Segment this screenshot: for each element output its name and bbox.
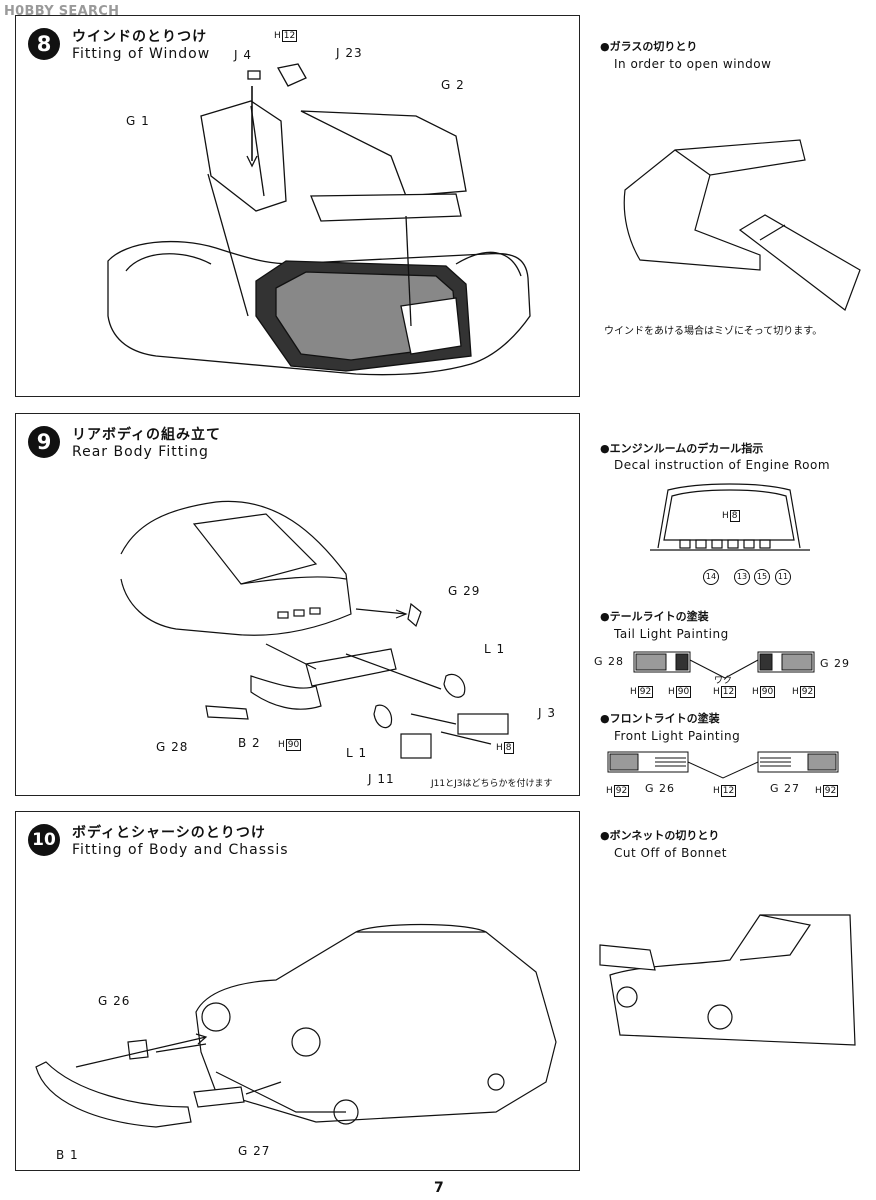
tail-right-label: G 29 <box>820 657 851 670</box>
tail-light-swatches <box>633 651 815 679</box>
decal-number: 14 <box>703 569 719 585</box>
tail-left-label: G 28 <box>594 655 625 668</box>
note: J11とJ3はどちらかを付けます <box>431 779 553 789</box>
front-left-label: G 26 <box>645 782 676 795</box>
front-light-swatches <box>607 751 839 779</box>
step-number: 9 <box>28 426 60 458</box>
label-j4: J 4 <box>234 48 252 62</box>
step-title-ja: ウインドのとりつけ <box>72 29 208 45</box>
engine-room-illustration <box>650 483 810 551</box>
body-chassis-illustration <box>35 923 557 1128</box>
label-g29: G 29 <box>448 584 481 598</box>
label-g27: G 27 <box>238 1144 271 1158</box>
glass-cut-title-ja: ●ガラスの切りとり <box>600 40 698 53</box>
front-light-title-ja: ●フロントライトの塗装 <box>600 712 720 725</box>
glass-cut-title-en: In order to open window <box>614 57 772 71</box>
bonnet-title-ja: ●ボンネットの切りとり <box>600 829 720 842</box>
tail-light-title-ja: ●テールライトの塗装 <box>600 610 709 623</box>
label-b1: B 1 <box>56 1148 79 1162</box>
glass-cut-illustration <box>623 139 861 311</box>
step-title-ja: リアボディの組み立て <box>72 427 222 443</box>
step-number: 10 <box>28 824 60 856</box>
engine-decal-title-ja: ●エンジンルームのデカール指示 <box>600 442 764 455</box>
step-8-panel: 8 ウインドのとりつけ Fitting of Window <box>15 15 580 397</box>
step-9-panel: 9 リアボディの組み立て Rear Body Fitting G 29 L 1 … <box>15 413 580 796</box>
label-g28: G 28 <box>156 740 189 754</box>
glass-cut-note: ウインドをあける場合はミゾにそって切ります。 <box>604 326 823 337</box>
frame-label: ワク <box>714 676 733 686</box>
step-title-en: Fitting of Body and Chassis <box>72 842 289 858</box>
decal-number: 13 <box>734 569 750 585</box>
label-g2: G 2 <box>441 78 465 92</box>
step-10-panel: 10 ボディとシャーシのとりつけ Fitting of Body and Cha… <box>15 811 580 1171</box>
decal-number: 15 <box>754 569 770 585</box>
label-j11: J 11 <box>368 772 395 786</box>
step-title-ja: ボディとシャーシのとりつけ <box>72 825 266 841</box>
step-title-en: Rear Body Fitting <box>72 444 209 460</box>
page-number: 7 <box>434 1180 444 1196</box>
engine-decal-title-en: Decal instruction of Engine Room <box>614 458 831 472</box>
label-g1: G 1 <box>126 114 150 128</box>
label-b2: B 2 <box>238 736 261 750</box>
bonnet-cut-illustration <box>599 914 856 1046</box>
bonnet-title-en: Cut Off of Bonnet <box>614 846 727 860</box>
label-j3: J 3 <box>538 706 556 720</box>
step-number: 8 <box>28 28 60 60</box>
label-l1-left: L 1 <box>346 746 368 760</box>
label-j23: J 23 <box>336 46 363 60</box>
label-l1-right: L 1 <box>484 642 506 656</box>
step-title-en: Fitting of Window <box>72 46 211 62</box>
window-fitting-illustration <box>107 63 531 376</box>
label-g26: G 26 <box>98 994 131 1008</box>
front-light-title-en: Front Light Painting <box>614 729 741 743</box>
rear-body-illustration <box>120 500 509 759</box>
front-right-label: G 27 <box>770 782 801 795</box>
tail-light-title-en: Tail Light Painting <box>614 627 729 641</box>
decal-number: 11 <box>775 569 791 585</box>
